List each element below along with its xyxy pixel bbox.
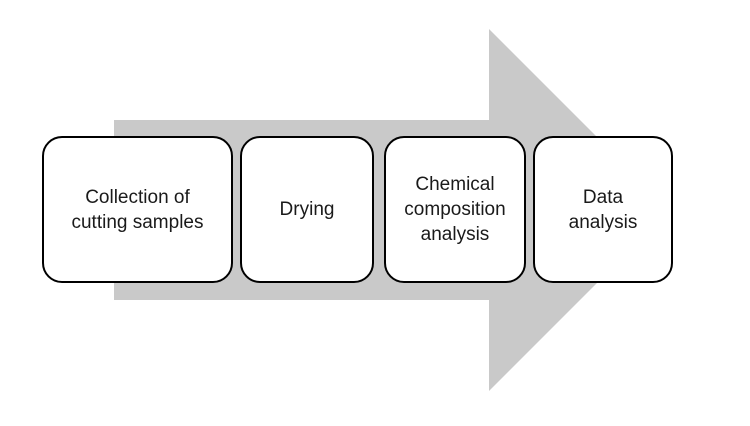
- step-box-chemical-composition-analysis: Chemical composition analysis: [384, 136, 526, 283]
- step-label-data-analysis: Data analysis: [568, 186, 638, 233]
- step-label-drying: Drying: [279, 199, 335, 220]
- step-box-data-analysis: Data analysis: [533, 136, 673, 283]
- step-box-collection-of-cutting-samples: Collection of cutting samples: [42, 136, 233, 283]
- step-box-drying: Drying: [240, 136, 374, 283]
- step-label-collection-of-cutting-samples: Collection of cutting samples: [71, 186, 204, 233]
- step-label-chemical-composition-analysis: Chemical composition analysis: [404, 174, 506, 245]
